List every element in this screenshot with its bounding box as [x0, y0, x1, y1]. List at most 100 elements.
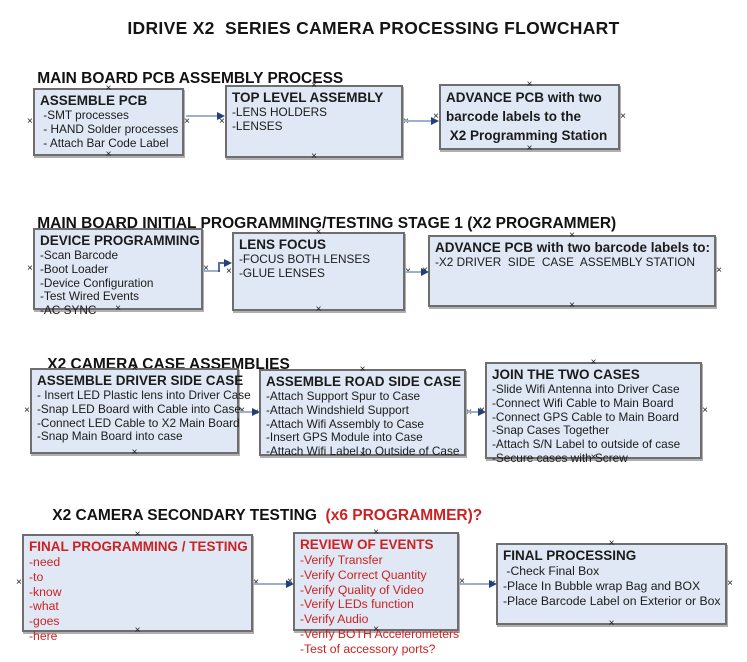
box-line: -Attach Support Spur to Case — [266, 389, 421, 403]
connection-handle-icon: × — [608, 618, 615, 629]
box-line: ADVANCE PCB with two — [446, 90, 602, 105]
box-line: -Snap Cases Together — [492, 423, 610, 438]
box-line: -what — [29, 599, 59, 614]
flow-arrow — [466, 407, 486, 417]
box-line: -Insert GPS Module into Case — [266, 430, 423, 445]
box-line: -Test of accessory ports? — [300, 641, 436, 656]
flow-box-lens-focus: LENS FOCUS -FOCUS BOTH LENSES-GLUE LENSE… — [226, 228, 411, 315]
box-line: -Boot Loader — [40, 261, 109, 276]
flow-arrow — [405, 267, 429, 277]
box-title: ADVANCE PCB with two barcode labels to: — [435, 240, 711, 255]
flow-box-assemble-driver-side-case: ASSEMBLE DRIVER SIDE CASE - Insert LED P… — [24, 364, 251, 458]
connection-handle-icon: × — [526, 143, 533, 154]
box-line: -Check Final Box — [503, 564, 600, 578]
connection-handle-icon: × — [702, 404, 708, 416]
box-line: -Verify Audio — [300, 612, 369, 627]
connection-handle-icon: × — [27, 263, 33, 274]
flow-arrow — [459, 579, 497, 589]
page-title: IDRIVE X2 SERIES CAMERA PROCESSING FLOWC… — [127, 18, 620, 38]
box-line: -Connect GPS Cable to Main Board — [492, 409, 679, 424]
box-line: -know — [29, 584, 62, 599]
box-title: ASSEMBLE PCB — [40, 93, 148, 108]
box-items: -need-to-know-what-goes-here — [29, 555, 246, 644]
box-line: -Verify Transfer — [300, 553, 383, 567]
section-heading-text: MAIN BOARD PCB ASSEMBLY PROCESS — [37, 70, 344, 87]
box-items: -Scan Barcode-Boot Loader-Device Configu… — [40, 248, 196, 318]
section-heading-initial-programming: MAIN BOARD INITIAL PROGRAMMING/TESTING S… — [20, 197, 616, 251]
flow-arrow — [239, 407, 260, 417]
box-line: -Connect Wifi Cable to Main Board — [492, 395, 674, 410]
box-title: DEVICE PROGRAMMING — [40, 233, 200, 248]
box-line: X2 Programming Station — [446, 128, 608, 143]
box-items: -Slide Wifi Antenna into Driver Case-Con… — [492, 382, 695, 466]
flow-box-device-programming: DEVICE PROGRAMMING -Scan Barcode-Boot Lo… — [27, 224, 209, 317]
box-items: -Check Final Box-Place In Bubble wrap Ba… — [503, 564, 720, 608]
flow-box-advance-pcb-to-case-assembly: ADVANCE PCB with two barcode labels to: … — [422, 231, 722, 311]
box-title: TOP LEVEL ASSEMBLY — [232, 90, 384, 105]
box-title: FINAL PROCESSING — [503, 548, 637, 563]
box-line: -here — [29, 628, 58, 643]
section-heading-secondary-testing: X2 CAMERA SECONDARY TESTING (x6 PROGRAMM… — [35, 489, 482, 543]
box-line: -Verify Correct Quantity — [300, 567, 427, 582]
box-items: -Verify Transfer-Verify Correct Quantity… — [300, 553, 460, 657]
box-items: -X2 DRIVER SIDE CASE ASSEMBLY STATION — [435, 255, 709, 270]
box-line: -goes — [29, 614, 60, 629]
section-heading-red-suffix: (x6 PROGRAMMER)? — [316, 507, 483, 524]
box-line: -LENSES — [232, 118, 283, 133]
section-heading-pcb-assembly: MAIN BOARD PCB ASSEMBLY PROCESS — [20, 52, 343, 106]
box-line: - Insert LED Plastic lens into Driver Ca… — [37, 388, 251, 402]
box-line: -Attach Wifi Label to Outside of Case — [266, 444, 460, 459]
section-heading-text: MAIN BOARD INITIAL PROGRAMMING/TESTING S… — [37, 215, 617, 232]
box-line: -Verify Quality of Video — [300, 582, 424, 597]
box-line: -Attach S/N Label to outside of case — [492, 437, 681, 452]
connection-handle-icon: × — [620, 111, 626, 122]
flow-box-final-programming-testing: FINAL PROGRAMMING / TESTING -need-to-kno… — [16, 530, 259, 643]
flow-arrow — [403, 116, 439, 126]
connection-handle-icon: × — [16, 577, 22, 588]
box-line: - HAND Solder processes — [40, 121, 179, 136]
connection-handle-icon: × — [716, 265, 722, 276]
box-title: REVIEW OF EVENTS — [300, 537, 434, 552]
box-line: -Verify LEDs function — [300, 597, 414, 612]
box-items: -SMT processes - HAND Solder processes -… — [40, 108, 179, 150]
flow-box-top-level-assembly: TOP LEVEL ASSEMBLY -LENS HOLDERS-LENSES … — [219, 81, 409, 162]
box-title: JOIN THE TWO CASES — [492, 367, 640, 382]
box-title: ASSEMBLE ROAD SIDE CASE — [266, 374, 462, 389]
connection-handle-icon: × — [569, 300, 575, 311]
box-line: -Attach Wifi Assembly to Case — [266, 416, 424, 431]
connection-handle-icon: × — [105, 149, 112, 160]
connection-handle-icon: × — [315, 304, 322, 315]
box-items: -LENS HOLDERS-LENSES — [232, 105, 396, 134]
box-items: - Insert LED Plastic lens into Driver Ca… — [37, 388, 251, 444]
flow-box-assemble-road-side-case: ASSEMBLE ROAD SIDE CASE -Attach Support … — [253, 365, 472, 460]
box-line: -Place In Bubble wrap Bag and BOX — [503, 578, 701, 593]
box-title: ASSEMBLE DRIVER SIDE CASE — [37, 373, 244, 388]
box-items: -Attach Support Spur to Case-Attach Wind… — [266, 389, 460, 459]
box-line: -Connect LED Cable to X2 Main Board — [37, 415, 240, 430]
connection-handle-icon: × — [27, 116, 33, 127]
connection-handle-icon: × — [727, 578, 733, 589]
box-line: -AC SYNC — [40, 303, 97, 318]
flow-arrow-elbow — [203, 258, 232, 273]
flow-box-review-of-events: REVIEW OF EVENTS -Verify Transfer-Verify… — [287, 528, 465, 656]
flow-arrow — [186, 111, 225, 121]
flow-arrow — [253, 579, 294, 589]
box-line: -Secure cases with Screw — [492, 450, 628, 465]
box-line: -X2 DRIVER SIDE CASE ASSEMBLY STATION — [435, 255, 696, 269]
box-line: -SMT processes — [40, 108, 129, 122]
box-title: FINAL PROGRAMMING / TESTING — [29, 539, 248, 554]
box-line: -Verify BOTH Accelerometers — [300, 626, 460, 641]
box-line: -FOCUS BOTH LENSES — [239, 252, 371, 266]
box-line: -need — [29, 555, 61, 569]
box-line: -Test Wired Events — [40, 289, 139, 304]
box-title: LENS FOCUS — [239, 237, 327, 252]
box-items: -FOCUS BOTH LENSES-GLUE LENSES — [239, 252, 398, 281]
flow-box-join-the-two-cases: JOIN THE TWO CASES -Slide Wifi Antenna i… — [479, 358, 708, 465]
flow-box-assemble-pcb: ASSEMBLE PCB -SMT processes - HAND Solde… — [27, 84, 190, 160]
section-heading-text: X2 CAMERA SECONDARY TESTING — [52, 507, 317, 524]
box-line: -LENS HOLDERS — [232, 105, 328, 119]
box-line: - Attach Bar Code Label — [40, 135, 169, 150]
